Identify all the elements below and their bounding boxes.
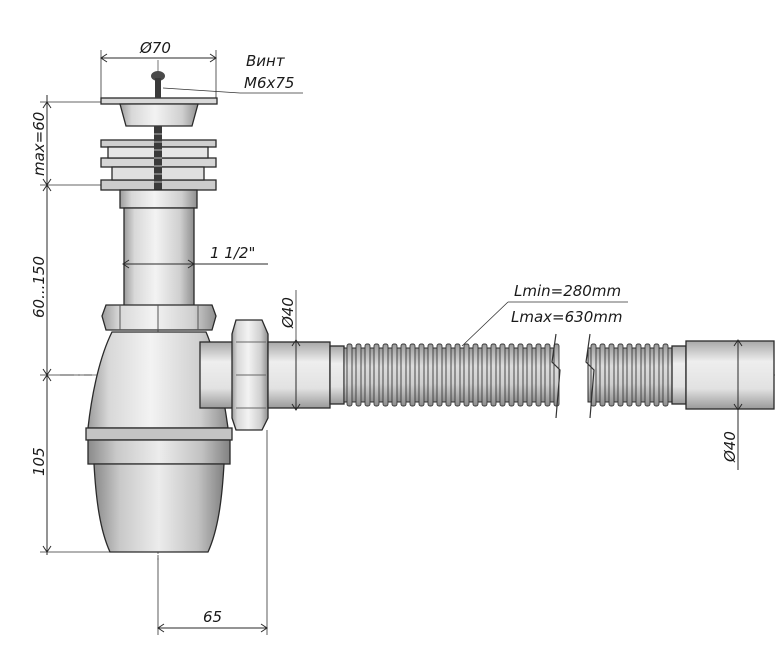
corrugated-hose-segment-1 xyxy=(343,343,560,407)
hose-rib xyxy=(400,343,407,407)
lmax-label: Lmax=630mm xyxy=(511,308,622,326)
tail-pipe xyxy=(119,189,198,307)
hose-break-marks xyxy=(551,330,595,422)
hose-rib xyxy=(544,343,551,407)
hose-rib xyxy=(499,343,506,407)
union-nut xyxy=(101,304,217,331)
hose-rib xyxy=(653,343,660,407)
max60-label: max=60 xyxy=(30,112,48,176)
dia40-right-dimension xyxy=(733,339,743,470)
hose-rib xyxy=(382,343,389,407)
hose-rib xyxy=(427,343,434,407)
hose-rib xyxy=(346,343,353,407)
hose-rib xyxy=(364,343,371,407)
screw-callout-size: М6x75 xyxy=(244,74,294,92)
hose-rib xyxy=(535,343,542,407)
siphon-body xyxy=(87,331,241,429)
left-dimension-chain xyxy=(40,95,120,555)
hose-rib xyxy=(391,343,398,407)
thread-dimension xyxy=(122,259,268,269)
dia40-right-label: Ø40 xyxy=(721,431,739,463)
length-callout-leader xyxy=(461,301,628,347)
hose-rib xyxy=(626,343,633,407)
hose-rib xyxy=(635,343,642,407)
bowl-collar xyxy=(85,427,233,465)
dia40-left-label: Ø40 xyxy=(279,297,297,329)
dia70-label: Ø70 xyxy=(139,39,171,57)
hose-rib xyxy=(517,343,524,407)
width-65-dimension xyxy=(157,430,268,635)
outlet-pipe xyxy=(267,341,345,409)
hose-rib xyxy=(508,343,515,407)
corrugated-hose-segment-2 xyxy=(587,343,673,407)
dia40-left-dimension xyxy=(291,290,301,411)
height-105-label: 105 xyxy=(30,447,48,476)
screw-callout-leader xyxy=(162,87,303,94)
hose-rib xyxy=(608,343,615,407)
screw-shaft xyxy=(154,126,162,190)
hose-end-fitting xyxy=(671,340,775,410)
hose-rib xyxy=(454,343,461,407)
hose-rib xyxy=(373,343,380,407)
hose-rib xyxy=(409,343,416,407)
hose-rib xyxy=(526,343,533,407)
hose-rib xyxy=(355,343,362,407)
hose-rib xyxy=(472,343,479,407)
range-60-150-label: 60...150 xyxy=(30,256,48,318)
hose-rib xyxy=(481,343,488,407)
hose-rib xyxy=(490,343,497,407)
hose-rib xyxy=(463,343,470,407)
hose-rib xyxy=(445,343,452,407)
outlet-nut xyxy=(231,319,269,431)
thread-label: 1 1/2" xyxy=(210,244,255,262)
hose-rib xyxy=(662,343,669,407)
hose-rib xyxy=(644,343,651,407)
hose-rib xyxy=(436,343,443,407)
drain-strainer xyxy=(100,71,218,127)
hose-rib xyxy=(617,343,624,407)
screw-callout-word: Винт xyxy=(246,52,286,70)
lower-cup xyxy=(93,463,225,553)
width-65-label: 65 xyxy=(203,608,222,626)
hose-rib xyxy=(599,343,606,407)
lmin-label: Lmin=280mm xyxy=(514,282,621,300)
hose-rib xyxy=(418,343,425,407)
